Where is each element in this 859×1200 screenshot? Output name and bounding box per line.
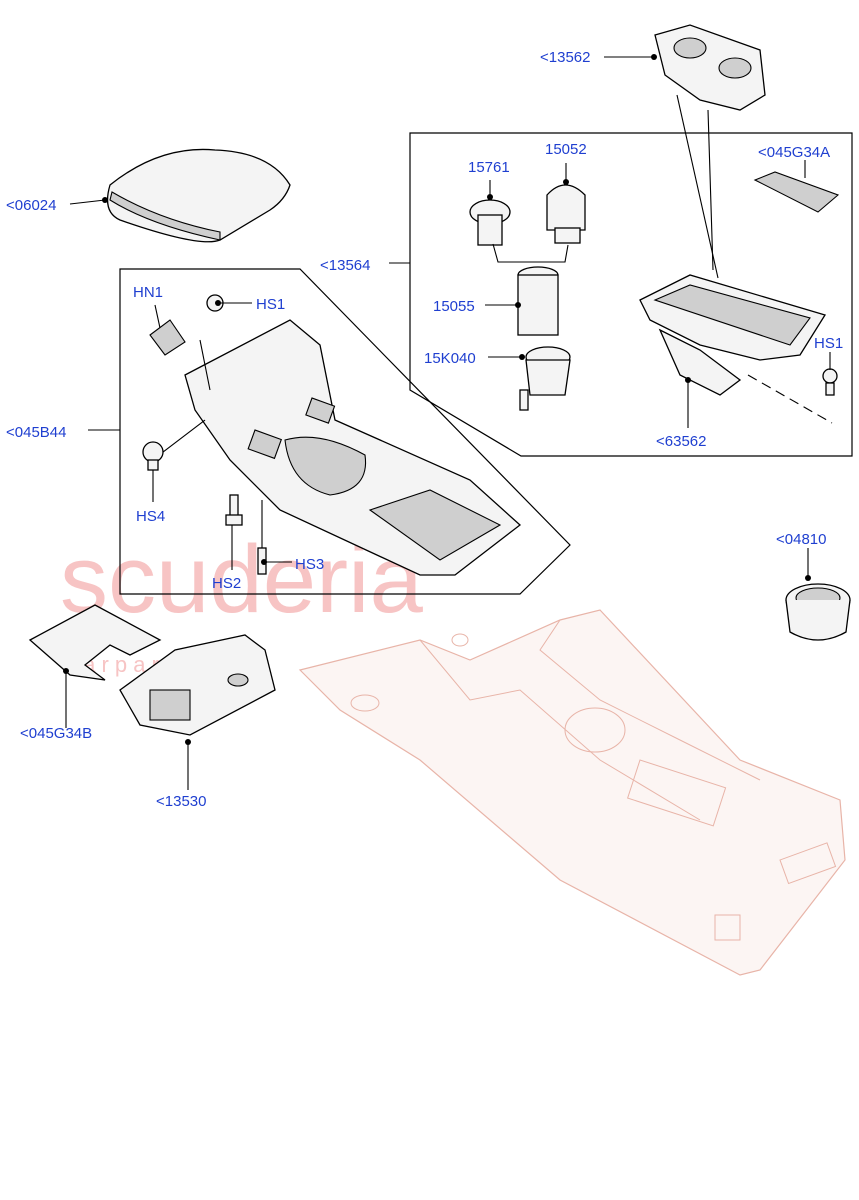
label-15761: 15761 <box>468 159 510 176</box>
cup-insert-04810-part <box>785 548 851 641</box>
label-13562: <13562 <box>540 49 590 66</box>
label-06024: <06024 <box>6 197 56 214</box>
label-15052: 15052 <box>545 141 587 158</box>
label-13530: <13530 <box>156 793 206 810</box>
trim-panel-045g34a-part <box>753 160 840 213</box>
label-hs2: HS2 <box>212 575 241 592</box>
socket-15055-part <box>485 266 559 336</box>
label-045g34b: <045G34B <box>20 725 92 742</box>
hs1-left-clip-part <box>206 294 252 312</box>
label-15k040: 15K040 <box>424 350 476 367</box>
console-finisher-part <box>184 319 522 576</box>
trim-panel-045g34b-part <box>28 604 162 728</box>
cupholder-group-box <box>389 132 853 457</box>
hs4-clip-part <box>142 419 206 502</box>
clip-hs1-right-part <box>822 352 838 396</box>
label-15055: 15055 <box>433 298 475 315</box>
label-hs1-left: HS1 <box>256 296 285 313</box>
label-hn1: HN1 <box>133 284 163 301</box>
label-63562: <63562 <box>656 433 706 450</box>
console-finisher-box <box>88 268 571 595</box>
label-045g34a: <045G34A <box>758 144 830 161</box>
hn1-clip-part <box>149 304 211 391</box>
socket-holder-15k040-part <box>488 346 571 411</box>
stowage-tray-part <box>639 274 833 428</box>
hs2-stud-part <box>225 494 243 570</box>
label-13564: <13564 <box>320 257 370 274</box>
label-hs4: HS4 <box>136 508 165 525</box>
part-labels: <06024 <13562 <13564 15761 15052 <045G34… <box>6 49 843 810</box>
label-hs1-right: HS1 <box>814 335 843 352</box>
armrest-part <box>69 148 291 243</box>
cup-holder-insert-part <box>604 24 766 279</box>
lighter-15761-part <box>469 180 511 246</box>
lighter-15052-part <box>492 163 586 263</box>
hs3-screw-part <box>257 500 292 575</box>
label-045b44: <045B44 <box>6 424 66 441</box>
console-assembly-ghost <box>298 609 846 976</box>
bracket-13530-part <box>119 634 276 790</box>
label-hs3: HS3 <box>295 556 324 573</box>
label-04810: <04810 <box>776 531 826 548</box>
